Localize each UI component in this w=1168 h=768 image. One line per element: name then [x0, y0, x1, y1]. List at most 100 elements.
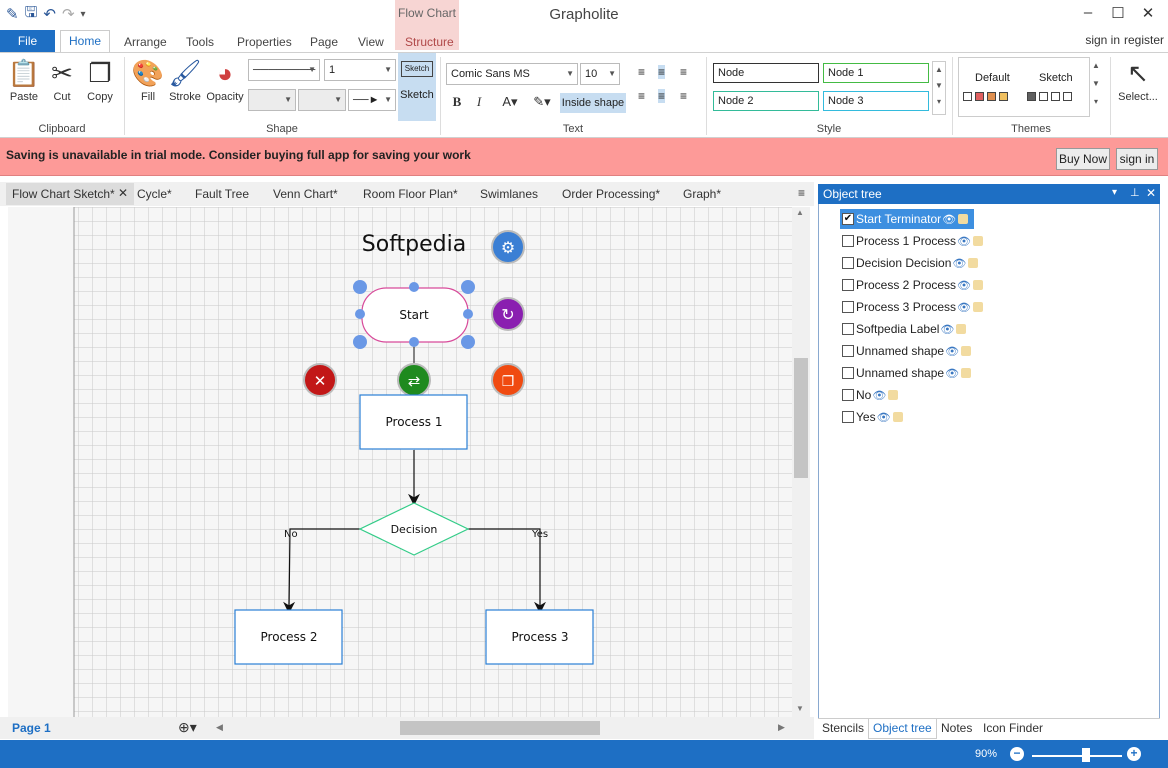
zoom-out-button[interactable]: − [1010, 747, 1024, 761]
tab-flow-chart-sketch[interactable]: Flow Chart Sketch* [12, 187, 115, 201]
tree-item-no[interactable]: No👁 [842, 385, 899, 405]
scroll-right-icon[interactable]: ▶ [778, 722, 785, 732]
tab-object-tree[interactable]: Object tree [868, 719, 937, 739]
theme-default-swatches[interactable] [963, 92, 1008, 101]
checkbox[interactable] [842, 257, 854, 269]
select-button[interactable]: ↖ Select... [1114, 57, 1162, 103]
connector-no[interactable] [283, 528, 360, 614]
tab-venn-chart[interactable]: Venn Chart* [273, 187, 338, 201]
line-width-combo[interactable]: 1▼ [324, 59, 396, 81]
tab-icon-finder[interactable]: Icon Finder [983, 721, 1044, 735]
settings-action-button[interactable] [491, 230, 525, 264]
panel-menu-icon[interactable]: ▾ [1112, 187, 1118, 198]
eye-icon[interactable]: 👁 [940, 323, 955, 336]
style-node-3[interactable]: Node 3 [823, 91, 929, 111]
scroll-down-icon[interactable]: ▼ [796, 704, 804, 713]
eye-icon[interactable]: 👁 [942, 213, 957, 226]
tree-item-process-3[interactable]: Process 3 Process👁 [842, 297, 984, 317]
tree-item-decision[interactable]: Decision Decision👁 [842, 253, 979, 273]
tree-item-unnamed-shape[interactable]: Unnamed shape👁 [842, 363, 972, 383]
tab-fault-tree[interactable]: Fault Tree [195, 187, 250, 201]
align-center-top-icon[interactable]: ≡ [658, 65, 666, 79]
buy-now-button[interactable]: Buy Now [1056, 148, 1110, 170]
lock-icon[interactable] [973, 302, 984, 312]
process-1-shape[interactable] [359, 394, 468, 450]
duplicate-action-button[interactable] [491, 363, 525, 397]
copy-button[interactable]: ❐ Copy [80, 57, 120, 103]
tab-tools[interactable]: Tools [186, 35, 215, 49]
tab-view[interactable]: View [358, 35, 384, 49]
tab-stencils[interactable]: Stencils [822, 721, 865, 735]
tab-home[interactable]: Home [60, 30, 110, 52]
fill-pattern-combo[interactable]: ▼ [248, 89, 296, 111]
close-tab-icon[interactable]: ✕ [118, 186, 129, 200]
trial-sign-in-button[interactable]: sign in [1116, 148, 1158, 170]
delete-action-button[interactable] [303, 363, 337, 397]
close-panel-icon[interactable]: ✕ [1146, 186, 1157, 200]
theme-sketch-swatches[interactable] [1027, 92, 1072, 101]
tab-file[interactable]: File [0, 30, 55, 52]
align-center-bottom-icon[interactable]: ≡ [658, 89, 666, 103]
softpedia-label[interactable]: Softpedia [362, 232, 466, 257]
tab-page[interactable]: Page [310, 35, 339, 49]
redo-icon[interactable]: ↷ [61, 6, 75, 23]
checkbox[interactable] [842, 235, 854, 247]
tree-item-yes[interactable]: Yes👁 [842, 407, 903, 427]
checkbox[interactable] [842, 367, 854, 379]
tree-item-process-2[interactable]: Process 2 Process👁 [842, 275, 984, 295]
minimize-button[interactable]: – [1083, 4, 1093, 21]
customize-qat-icon[interactable]: ▾ [80, 8, 86, 20]
tree-item-softpedia-label[interactable]: Softpedia Label👁 [842, 319, 967, 339]
tab-arrange[interactable]: Arrange [124, 35, 167, 49]
tree-item-unnamed-shape[interactable]: Unnamed shape👁 [842, 341, 972, 361]
save-icon[interactable]: 🖫 [24, 3, 38, 21]
process-3-shape[interactable] [485, 609, 594, 665]
zoom-slider-track[interactable] [1032, 755, 1122, 757]
add-page-icon[interactable]: ⊕▾ [178, 719, 197, 735]
lock-icon[interactable] [961, 346, 972, 356]
tree-item-process-1[interactable]: Process 1 Process👁 [842, 231, 984, 251]
eye-icon[interactable]: 👁 [872, 389, 887, 402]
checkbox[interactable] [842, 411, 854, 423]
line-style-combo[interactable]: ────────▼ [248, 59, 320, 81]
lock-icon[interactable] [892, 412, 903, 422]
opacity-button[interactable]: ◕ Opacity [205, 57, 245, 103]
tab-notes[interactable]: Notes [941, 721, 973, 735]
checkbox[interactable] [842, 389, 854, 401]
tab-properties[interactable]: Properties [237, 35, 292, 49]
selection-handles[interactable] [353, 280, 475, 349]
align-left-bottom-icon[interactable]: ≡ [638, 89, 646, 103]
pin-icon[interactable]: ⊥ [1130, 187, 1140, 199]
tab-order-processing[interactable]: Order Processing* [562, 187, 661, 201]
font-family-combo[interactable]: Comic Sans MS▼ [446, 63, 578, 85]
rotate-action-button[interactable] [491, 297, 525, 331]
lock-icon[interactable] [961, 368, 972, 378]
connector-yes[interactable] [468, 528, 546, 614]
undo-icon[interactable]: ↶ [43, 6, 56, 23]
font-color-icon[interactable]: A▾ [502, 94, 518, 109]
eye-icon[interactable]: 👁 [876, 411, 891, 424]
style-node-1[interactable]: Node 1 [823, 63, 929, 83]
cut-button[interactable]: ✂ Cut [42, 57, 82, 103]
scroll-up-icon[interactable]: ▲ [796, 208, 804, 217]
eye-icon[interactable]: 👁 [945, 345, 960, 358]
process-2-shape[interactable] [234, 609, 343, 665]
eye-icon[interactable]: 👁 [952, 257, 967, 270]
zoom-slider-thumb[interactable] [1082, 748, 1090, 762]
sign-in-link[interactable]: sign in [1085, 33, 1120, 47]
decision-shape[interactable] [358, 502, 470, 556]
eye-icon[interactable]: 👁 [957, 301, 972, 314]
paste-button[interactable]: 📋 Paste [4, 57, 44, 103]
themes-gallery-scroll[interactable]: ▲▼▾ [1092, 61, 1100, 106]
eye-icon[interactable]: 👁 [945, 367, 960, 380]
zoom-in-button[interactable]: + [1127, 747, 1141, 761]
eye-icon[interactable]: 👁 [957, 235, 972, 248]
checkbox[interactable] [842, 301, 854, 313]
lock-icon[interactable] [888, 390, 899, 400]
tab-swimlanes[interactable]: Swimlanes [480, 187, 539, 201]
maximize-button[interactable]: ☐ [1111, 5, 1125, 22]
tab-structure[interactable]: Structure [405, 35, 454, 49]
lock-icon[interactable] [958, 214, 969, 224]
eye-icon[interactable]: 👁 [957, 279, 972, 292]
lock-icon[interactable] [973, 236, 984, 246]
